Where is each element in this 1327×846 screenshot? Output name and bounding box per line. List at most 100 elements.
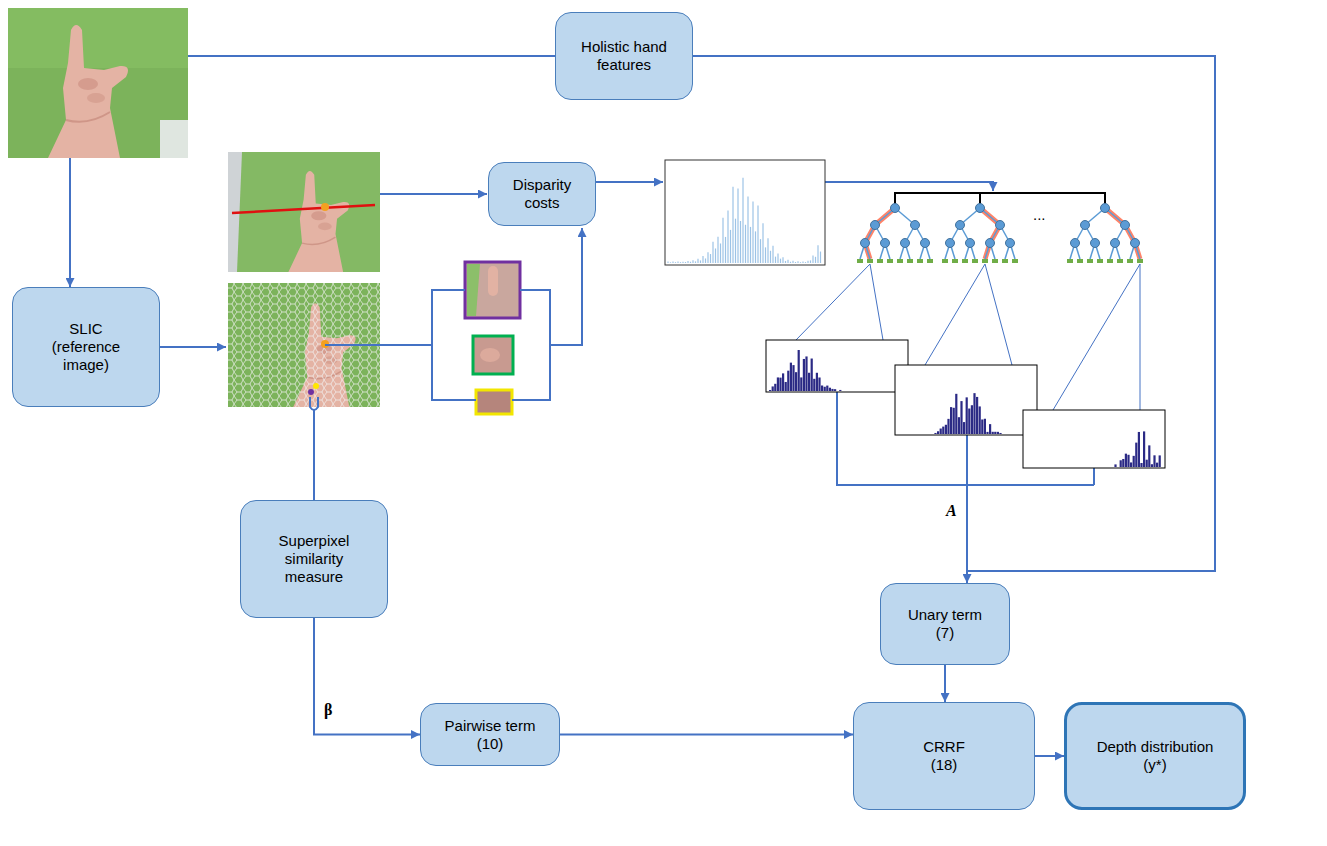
histogram-bar xyxy=(839,390,841,391)
cost-spike xyxy=(690,262,691,263)
box-label: Disparity costs xyxy=(505,176,580,212)
epipolar-line xyxy=(232,205,375,213)
histogram-bar xyxy=(834,389,836,391)
process-box: CRRF (18) xyxy=(853,702,1035,810)
histogram-bar xyxy=(787,371,789,391)
flow-line xyxy=(380,193,487,195)
histogram-bar xyxy=(981,419,983,434)
cost-spike xyxy=(710,254,711,263)
histogram-bar xyxy=(976,397,978,434)
tree-leaf xyxy=(867,259,873,263)
cost-spike xyxy=(700,260,701,263)
tree-node xyxy=(1006,239,1015,248)
ellipsis-mark: ... xyxy=(1033,206,1046,223)
flow-line xyxy=(550,228,582,345)
cost-spike xyxy=(687,261,688,263)
process-box: Superpixel similarity measure xyxy=(240,500,388,618)
box-label: CRRF (18) xyxy=(914,738,974,774)
histogram-bar xyxy=(947,419,949,434)
flow-line xyxy=(310,397,318,410)
tree-node xyxy=(1121,221,1130,230)
histogram-bar xyxy=(774,384,776,391)
histogram-bar xyxy=(803,359,805,391)
connector-arrow xyxy=(560,734,853,736)
tree-leaf xyxy=(1097,259,1103,263)
histogram-bar xyxy=(777,377,779,391)
tree-leaf xyxy=(927,259,933,263)
histogram-bar xyxy=(790,363,792,391)
tree-leaf xyxy=(897,259,903,263)
cost-spike xyxy=(745,225,746,263)
histogram-bar xyxy=(772,386,774,391)
flow-line xyxy=(596,181,663,183)
cost-spike xyxy=(730,230,731,263)
histogram-bar xyxy=(945,425,947,434)
flow-line xyxy=(432,290,476,400)
flow-line xyxy=(313,410,315,500)
histogram-bar xyxy=(999,433,1001,434)
tree-leaf xyxy=(1127,259,1133,263)
decision-path xyxy=(865,208,895,259)
tree-leaf xyxy=(962,259,968,263)
tree-leaf xyxy=(1087,259,1093,263)
leaf-histogram xyxy=(1023,410,1165,468)
patch-purple xyxy=(488,266,498,296)
histogram-bar xyxy=(1159,455,1161,467)
cost-spike xyxy=(685,261,686,263)
tree-node xyxy=(921,239,930,248)
histogram-bar xyxy=(818,378,820,391)
histogram-bar xyxy=(984,419,986,434)
connector-arrow xyxy=(693,56,1215,583)
histogram-bar xyxy=(963,422,965,434)
cost-spike xyxy=(755,231,756,263)
box-label: Depth distribution (y*) xyxy=(1093,738,1218,774)
box-label: Holistic hand features xyxy=(569,38,679,74)
histogram-bar xyxy=(1127,455,1129,467)
cost-spike xyxy=(805,261,806,263)
cost-spike xyxy=(677,262,678,263)
cost-spike xyxy=(775,257,776,263)
patch-purple xyxy=(467,264,480,316)
histogram-bar xyxy=(966,397,968,434)
forest-bar xyxy=(895,193,1105,205)
flow-line xyxy=(188,55,555,57)
cost-spike xyxy=(712,242,713,263)
matrix-label: A xyxy=(946,502,957,520)
histogram-bar xyxy=(811,359,813,391)
histogram-bar xyxy=(955,394,957,434)
cost-spike xyxy=(715,248,716,263)
histogram-bar xyxy=(1120,460,1122,467)
leaf-histogram xyxy=(766,340,1165,468)
histogram-bar xyxy=(958,417,960,434)
cost-spike xyxy=(742,178,743,263)
tree-node xyxy=(1111,239,1120,248)
histogram-bar xyxy=(989,424,991,434)
tree-leaf xyxy=(1117,259,1123,263)
histogram-bar xyxy=(831,389,833,391)
cost-spike xyxy=(707,252,708,263)
process-box: Holistic hand features xyxy=(555,12,693,100)
decision-path xyxy=(980,208,1000,259)
histogram-bar xyxy=(808,373,810,391)
output-box: Depth distribution (y*) xyxy=(1064,702,1246,810)
hand-photo xyxy=(8,8,188,68)
cost-spike xyxy=(672,262,673,263)
histogram-bar xyxy=(826,386,828,391)
leaf-histogram xyxy=(895,365,1037,435)
hand-photo xyxy=(160,120,188,158)
cost-spike xyxy=(682,262,683,263)
stereo-image xyxy=(228,152,380,272)
cost-spike xyxy=(757,205,758,263)
histogram-bar xyxy=(798,350,800,391)
cost-spike xyxy=(697,259,698,263)
tree-node xyxy=(891,204,900,213)
cost-spike xyxy=(717,237,718,263)
leaf-histogram xyxy=(766,340,908,392)
patch-yellow xyxy=(476,390,512,414)
process-box: Unary term (7) xyxy=(880,583,1010,665)
edge-label: β xyxy=(323,701,333,719)
cost-spike xyxy=(752,202,753,263)
cost-spike xyxy=(702,256,703,263)
histogram-bar xyxy=(824,387,826,391)
